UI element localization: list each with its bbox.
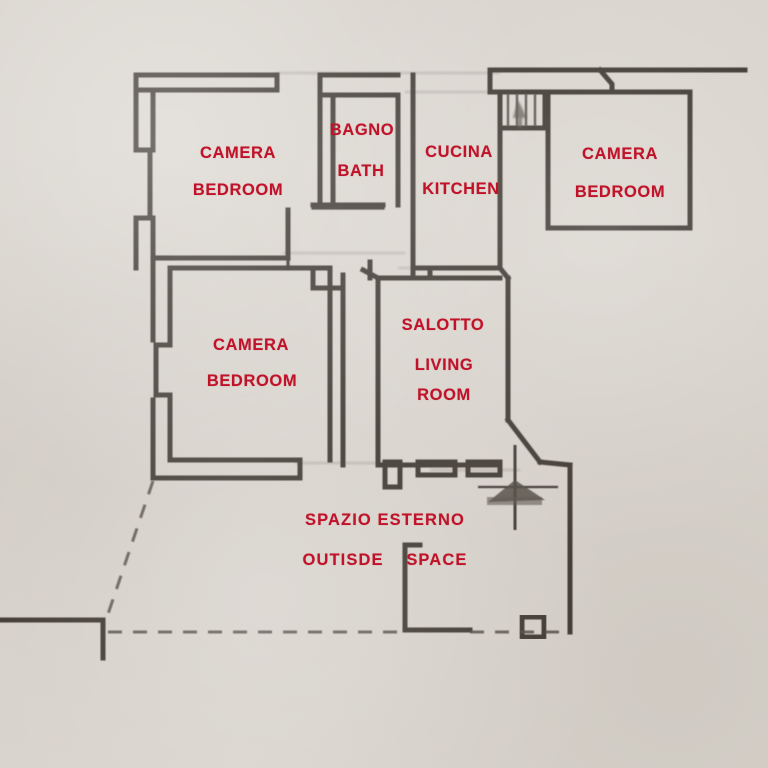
room-label-bedroom-bottom-left-en: BEDROOM (206, 372, 298, 390)
sill-left (382, 459, 403, 490)
room-label-bedroom-top-right-en: BEDROOM (574, 183, 666, 201)
wall-living-corner-riser (359, 266, 382, 282)
wall-corridor-riser (310, 265, 343, 291)
room-label-bedroom-top-left-it: CAMERA (199, 144, 277, 162)
staircase-arrow (513, 100, 527, 128)
room-label-bedroom-top-left-en: BEDROOM (192, 181, 284, 199)
room-label-bathroom-en: BATH (337, 162, 385, 180)
wall-tr-roof-jog (596, 66, 615, 95)
room-label-living-room-it: SALOTTO (401, 316, 485, 334)
wall-bedroom-tl-left-jog (133, 72, 156, 143)
window-recess-lower (153, 342, 173, 398)
wall-kitchen-living-link (496, 264, 512, 282)
canopy-icon (478, 445, 558, 530)
sill-right (465, 459, 503, 478)
sill-mid (415, 459, 458, 478)
room-label-outside-space-en: OUTISDE SPACE (302, 551, 468, 569)
wall-stairwell-top (487, 67, 601, 95)
window-recess-upper (133, 147, 153, 221)
wall-lines-thin (151, 206, 385, 270)
property-boundary-dashed (104, 480, 570, 634)
room-label-kitchen-en: KITCHEN (422, 180, 500, 198)
room-label-living-room-en: LIVING ROOM (414, 356, 474, 404)
boundary-diagonal (104, 480, 155, 621)
room-label-bathroom-it: BAGNO (329, 121, 395, 139)
wall-living-right-angle (504, 416, 544, 466)
room-label-outside-space-it: SPAZIO ESTERNO (305, 511, 465, 529)
wall-lines (0, 66, 748, 661)
room-label-bedroom-top-right-it: CAMERA (581, 145, 659, 163)
room-label-kitchen-it: CUCINA (425, 143, 493, 161)
room-label-bedroom-bottom-left-it: CAMERA (212, 336, 290, 354)
wall-outside-top-right (537, 459, 573, 468)
pillar-icon (519, 614, 547, 640)
